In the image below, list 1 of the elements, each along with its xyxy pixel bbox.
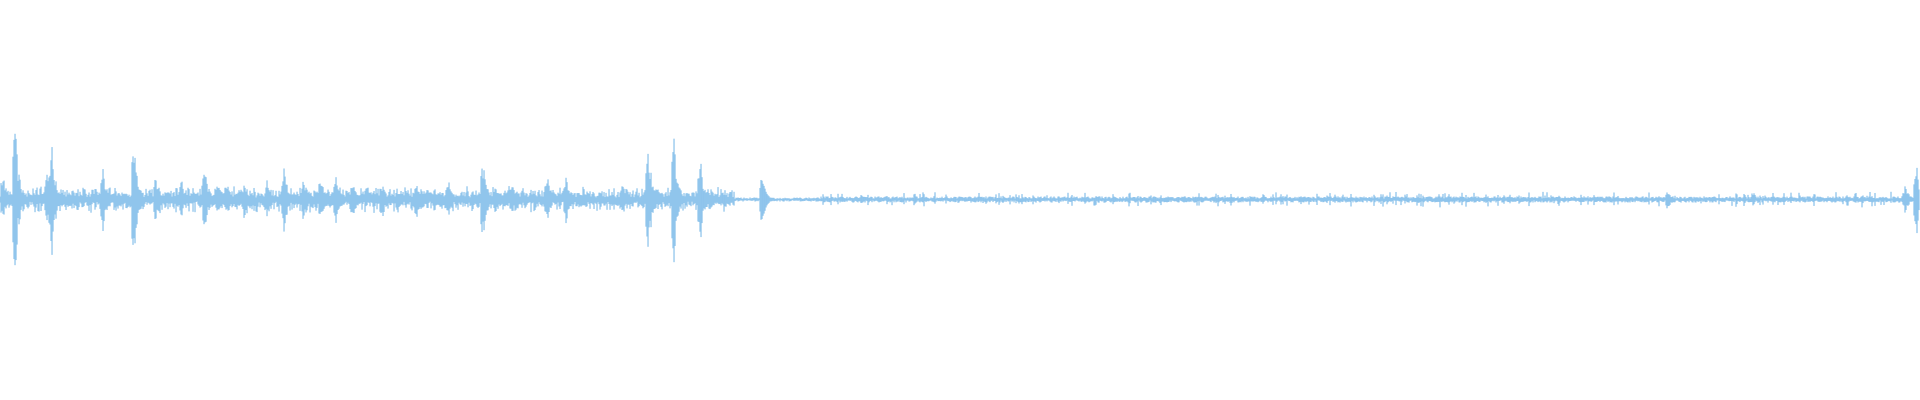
waveform-drawing: [0, 133, 1920, 266]
